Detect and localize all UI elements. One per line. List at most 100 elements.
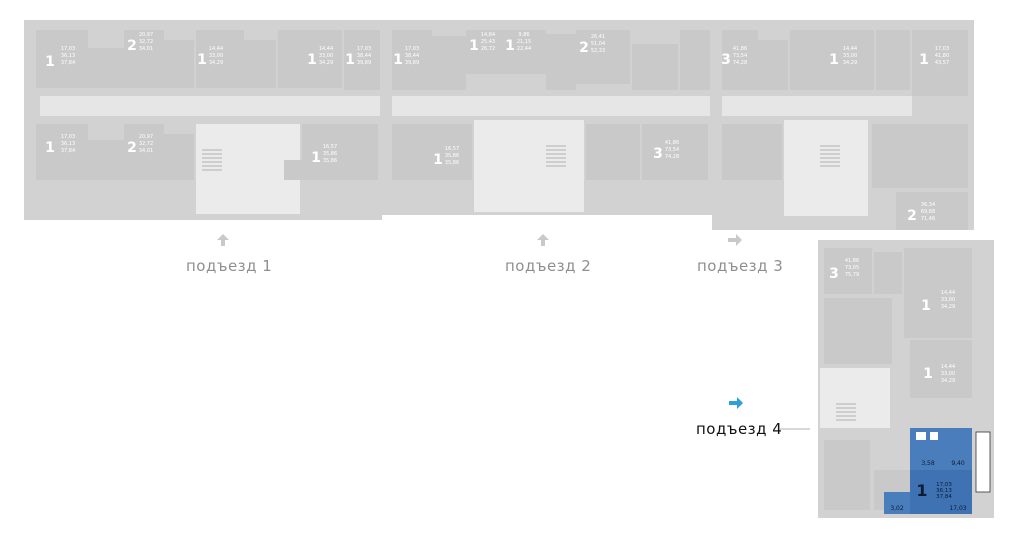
apartment-rooms: 1 (393, 52, 403, 68)
apartment-rooms: 1 (311, 150, 321, 166)
toilet-icon (930, 432, 938, 440)
area-label: 34,29 (843, 60, 857, 66)
area-label: 33,00 (843, 53, 857, 59)
highlighted-apartment[interactable]: 3,58 9,40 1 17,03 36,13 37,84 3,02 17,03 (884, 428, 991, 514)
balcony (975, 431, 991, 493)
room (790, 30, 818, 90)
apartment-rooms: 1 (505, 38, 515, 54)
stairs-2 (546, 145, 566, 167)
apartment-12[interactable] (576, 30, 630, 84)
area-label: 33,00 (209, 53, 223, 59)
arrow-right-icon (729, 397, 743, 409)
area-label: 41,86 (733, 46, 747, 52)
area-label: 73,54 (733, 53, 747, 59)
area-label: 33,00 (941, 297, 955, 303)
area-label: 39,89 (405, 60, 419, 66)
area-label: 34,01 (139, 148, 153, 154)
area-label: 36,13 (61, 141, 75, 147)
area-label: 75,79 (845, 272, 859, 278)
apartment-9[interactable] (392, 30, 432, 90)
area-label: 52,33 (591, 48, 605, 54)
apartment-5[interactable] (344, 30, 380, 90)
stairwell-4 (820, 368, 890, 428)
entrance-2-marker[interactable]: подъезд 2 (505, 234, 591, 275)
area-label: 39,89 (357, 60, 371, 66)
area-label: 25,43 (481, 39, 495, 45)
apartment-10[interactable] (466, 30, 506, 74)
room (278, 30, 312, 88)
area-label: 14,84 (481, 32, 495, 38)
area-label: 17,03 (61, 46, 75, 52)
apartment-7[interactable] (124, 124, 164, 180)
apartment-11[interactable] (506, 30, 546, 74)
area-label: 35,86 (445, 153, 459, 159)
room (876, 30, 910, 90)
area-label: 33,00 (319, 53, 333, 59)
room (904, 248, 972, 298)
area-label: 37,84 (61, 60, 75, 66)
area-label: 73,05 (845, 265, 859, 271)
apartment-3[interactable] (196, 30, 244, 88)
highlighted-rooms: 1 (916, 481, 927, 500)
area-label: 17,03 (357, 46, 371, 52)
area-label: 17,03 (405, 46, 419, 52)
area-label: 22,44 (517, 46, 531, 52)
entrance-3-label[interactable]: подъезд 3 (697, 257, 783, 275)
apartment-17[interactable] (912, 30, 968, 96)
area-label: 32,72 (139, 141, 153, 147)
apartment-16[interactable] (818, 30, 874, 90)
area-label: 9,86 (518, 32, 529, 38)
block-entrance-1: 1 17,03 36,13 37,84 2 20,97 32,72 34,01 … (24, 20, 382, 220)
sink-icon (916, 432, 926, 440)
arrow-up-icon (537, 234, 549, 246)
apartment-2[interactable] (124, 30, 164, 88)
area-living-label: 17,03 (936, 482, 952, 488)
apartment-rooms: 1 (197, 52, 207, 68)
room (432, 36, 466, 90)
apartment-19[interactable] (824, 248, 872, 294)
apartment-rooms: 2 (127, 140, 137, 156)
area-label: 38,44 (405, 53, 419, 59)
area-label: 71,46 (921, 216, 935, 222)
apartment-rooms: 3 (721, 52, 731, 68)
area-label: 26,72 (481, 46, 495, 52)
room (88, 140, 124, 180)
apartment-rooms: 1 (433, 152, 443, 168)
apartment-8[interactable] (302, 124, 378, 180)
apartment-6[interactable] (36, 124, 88, 180)
entrance-1-marker[interactable]: подъезд 1 (186, 234, 272, 275)
apartment-15[interactable] (722, 30, 758, 90)
area-label: 34,29 (941, 378, 955, 384)
area-label: 36,34 (921, 202, 935, 208)
area-label: 36,13 (61, 53, 75, 59)
apartment-13[interactable] (432, 124, 472, 180)
room (392, 124, 432, 180)
entrance-1-label[interactable]: подъезд 1 (186, 257, 272, 275)
area-label: 41,86 (845, 258, 859, 264)
corridor (40, 96, 380, 116)
apartment-1[interactable] (36, 30, 88, 88)
area-label: 41,80 (935, 53, 949, 59)
apartment-20[interactable] (904, 298, 972, 338)
area-total-label: 37,84 (936, 494, 952, 500)
area-label: 14,44 (941, 364, 955, 370)
entrance-3-marker[interactable]: подъезд 3 (697, 234, 783, 275)
block-entrance-4: 3 41,86 73,05 75,79 1 14,44 33,00 34,29 … (818, 240, 994, 518)
area-label: 14,44 (319, 46, 333, 52)
room (88, 48, 124, 88)
entrance-4-marker[interactable]: подъезд 4 (696, 397, 810, 438)
entrance-2-label[interactable]: подъезд 2 (505, 257, 591, 275)
area-label: 33,00 (941, 371, 955, 377)
area-label: 20,97 (139, 134, 153, 140)
area-label: 74,28 (733, 60, 747, 66)
apartment-18[interactable] (896, 192, 968, 230)
area-label: 34,29 (319, 60, 333, 66)
apartment-14[interactable] (642, 124, 708, 180)
room (164, 134, 194, 180)
entrance-4-label[interactable]: подъезд 4 (696, 420, 782, 438)
corridor (722, 96, 912, 116)
apartment-4[interactable] (312, 30, 342, 88)
apartment-21[interactable] (910, 340, 972, 398)
area-label: 41,86 (665, 140, 679, 146)
